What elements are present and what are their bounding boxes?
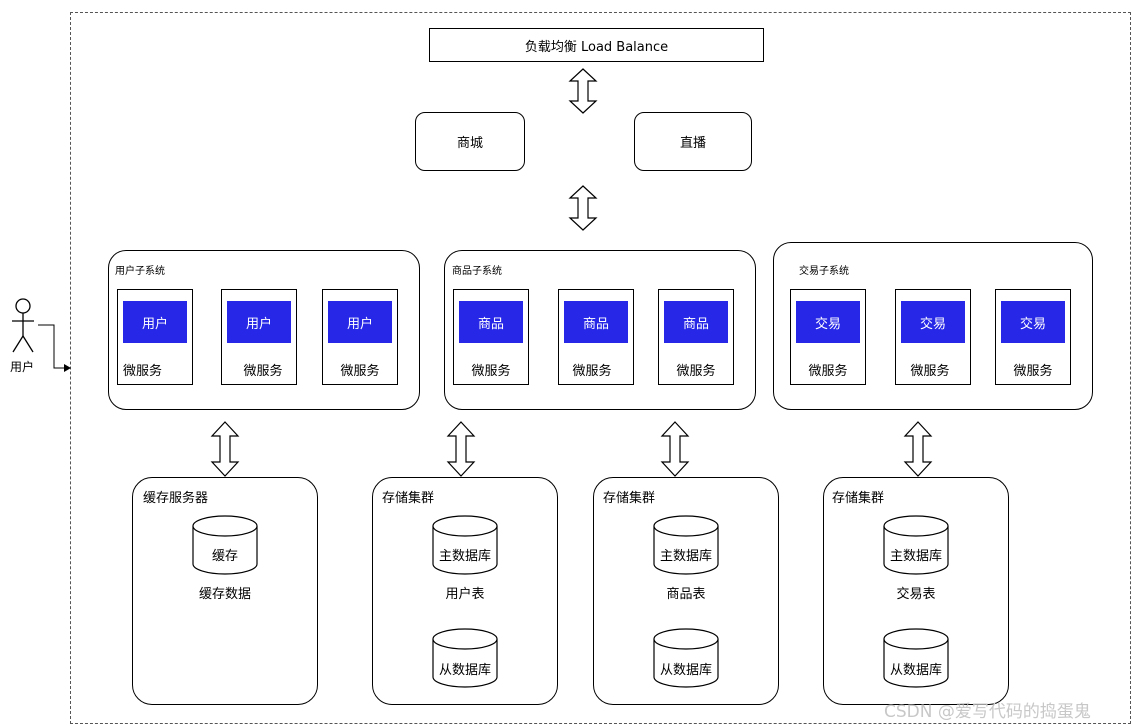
master-db-label: 主数据库 (438, 549, 491, 564)
storage-title: 存储集群 (603, 491, 656, 506)
slave-db-label: 从数据库 (438, 663, 491, 678)
service-tag: 交易 (1001, 301, 1065, 343)
storage-title: 缓存服务器 (143, 491, 209, 506)
master-db-cylinder-trades (883, 515, 949, 575)
service-card: 商品 微服务 (558, 289, 634, 385)
entry-live: 直播 (634, 112, 752, 171)
watermark: CSDN @爱写代码的捣蛋鬼 (884, 702, 1091, 722)
storage-title: 存储集群 (382, 491, 435, 506)
subsystem-title: 交易子系统 (799, 266, 849, 277)
service-label: 微服务 (340, 364, 380, 379)
service-card: 交易 微服务 (995, 289, 1071, 385)
subsystem-title: 商品子系统 (452, 266, 502, 277)
table-label: 交易表 (896, 587, 936, 602)
user-actor-icon (12, 298, 34, 353)
table-label: 用户表 (445, 587, 485, 602)
cache-server-box: 缓存服务器 (132, 477, 318, 705)
actor-label: 用户 (10, 360, 35, 374)
storage-cluster-trades: 存储集群 (823, 477, 1009, 705)
master-db-label: 主数据库 (889, 549, 942, 564)
subsystem-users: 用户子系统 (108, 250, 420, 410)
service-tag: 用户 (227, 301, 291, 343)
slave-db-cylinder-products (653, 628, 719, 688)
actor-connector-arrowhead (64, 364, 71, 372)
trade-subsystem-to-storage3-arrow (904, 421, 932, 477)
storage-cluster-users: 存储集群 (372, 477, 558, 705)
cache-data-label: 缓存数据 (198, 587, 251, 602)
service-card: 用户 微服务 (117, 289, 193, 385)
entry-to-subsystems-arrow (569, 185, 597, 231)
load-balance-box: 负载均衡 Load Balance (429, 28, 764, 62)
service-tag: 交易 (796, 301, 860, 343)
subsystem-products: 商品子系统 (444, 250, 756, 410)
product-subsystem-to-storage1-arrow (447, 421, 475, 477)
service-card: 用户 微服务 (322, 289, 398, 385)
slave-db-label: 从数据库 (889, 663, 942, 678)
storage-cluster-products: 存储集群 (593, 477, 779, 705)
service-label: 微服务 (910, 364, 950, 379)
service-tag: 商品 (664, 301, 728, 343)
service-label: 微服务 (471, 364, 511, 379)
user-subsystem-to-cache-arrow (211, 421, 239, 477)
service-label: 微服务 (1013, 364, 1053, 379)
subsystem-trades: 交易子系统 (773, 242, 1093, 410)
lb-to-entry-arrow (569, 68, 597, 114)
service-tag: 用户 (328, 301, 392, 343)
service-card: 交易 微服务 (895, 289, 971, 385)
entry-mall: 商城 (415, 112, 525, 171)
subsystem-title: 用户子系统 (115, 266, 165, 277)
service-label: 微服务 (123, 364, 163, 379)
service-card: 交易 微服务 (790, 289, 866, 385)
service-label: 微服务 (243, 364, 283, 379)
master-db-cylinder-users (432, 515, 498, 575)
service-card: 用户 微服务 (221, 289, 297, 385)
product-subsystem-to-storage2-arrow (661, 421, 689, 477)
service-card: 商品 微服务 (453, 289, 529, 385)
service-label: 微服务 (676, 364, 716, 379)
actor-connector (38, 324, 67, 369)
table-label: 商品表 (666, 587, 706, 602)
service-tag: 用户 (123, 301, 187, 343)
slave-db-cylinder-users (432, 628, 498, 688)
master-db-cylinder-products (653, 515, 719, 575)
service-tag: 商品 (459, 301, 523, 343)
cache-cylinder-label: 缓存 (211, 549, 238, 564)
slave-db-label: 从数据库 (659, 663, 712, 678)
service-tag: 商品 (564, 301, 628, 343)
service-label: 微服务 (572, 364, 612, 379)
cache-cylinder (192, 515, 258, 575)
master-db-label: 主数据库 (659, 549, 712, 564)
storage-title: 存储集群 (832, 491, 885, 506)
service-label: 微服务 (808, 364, 848, 379)
service-card: 商品 微服务 (658, 289, 734, 385)
service-tag: 交易 (901, 301, 965, 343)
slave-db-cylinder-trades (883, 628, 949, 688)
